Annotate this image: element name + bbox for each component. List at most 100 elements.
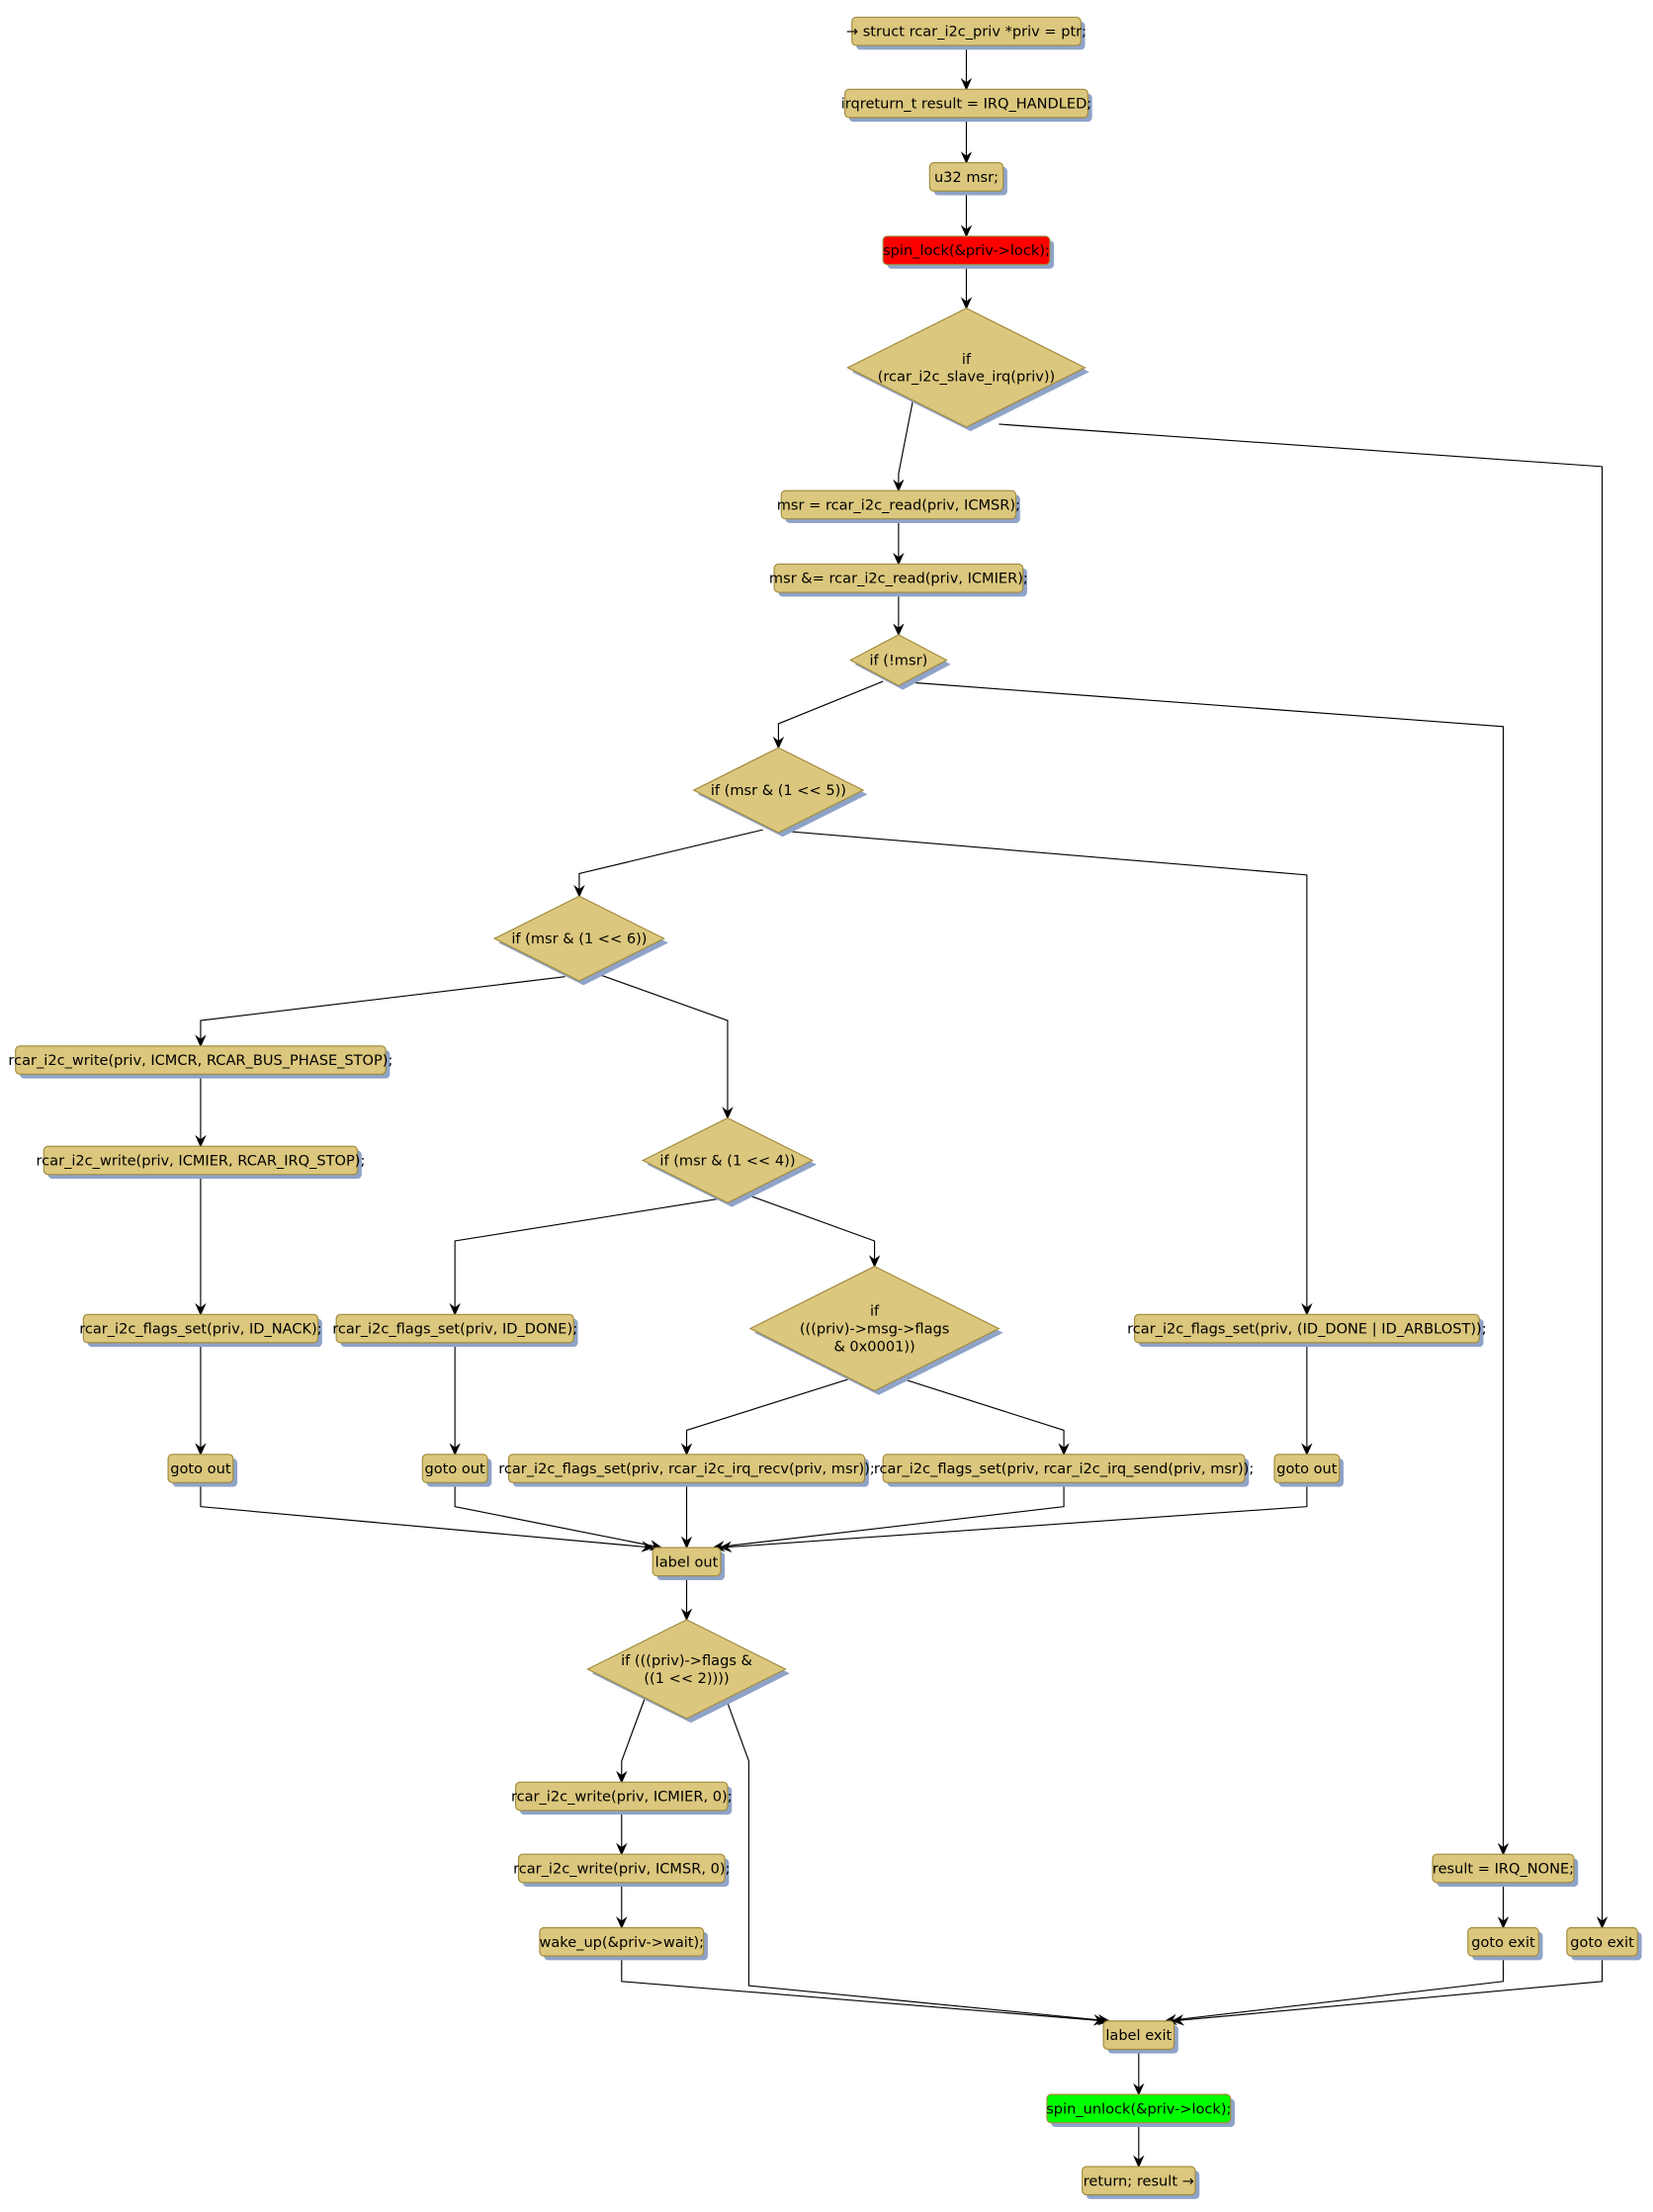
node-box — [15, 1045, 387, 1075]
flow-arrow — [1164, 1956, 1505, 2026]
process-node[interactable]: → struct rcar_i2c_priv *priv = ptr; — [846, 16, 1087, 50]
process-node[interactable]: rcar_i2c_write(priv, ICMIER, 0); — [511, 1781, 733, 1815]
flow-arrow — [727, 1703, 1111, 2026]
process-node[interactable]: goto exit — [1566, 1926, 1642, 1961]
node-label: result = IRQ_NONE; — [1433, 1860, 1574, 1877]
node-box — [652, 1547, 722, 1577]
node-label: if(rcar_i2c_slave_irq(priv)) — [878, 351, 1056, 386]
node-box — [844, 88, 1088, 119]
decision-node[interactable]: if (msr & (1 << 5)) — [692, 747, 868, 838]
node-box — [421, 1454, 488, 1483]
flow-arrow — [999, 423, 1609, 1929]
decision-node[interactable]: if (((priv)->flags &((1 << 2)))) — [586, 1619, 790, 1724]
flow-arrow — [719, 1482, 1308, 1552]
node-box — [43, 1145, 359, 1176]
flow-arrow — [573, 829, 763, 898]
node-box — [928, 162, 1004, 192]
node-box — [82, 1313, 319, 1344]
node-box — [517, 1853, 726, 1884]
node-label: return; result → — [1084, 2172, 1194, 2189]
process-node[interactable]: goto out — [167, 1454, 238, 1487]
node-box — [773, 563, 1024, 593]
process-node[interactable]: rcar_i2c_write(priv, ICMSR, 0); — [513, 1853, 730, 1888]
node-label: rcar_i2c_write(priv, ICMIER, 0); — [511, 1789, 733, 1806]
node-box — [1082, 2166, 1196, 2196]
process-node[interactable]: rcar_i2c_flags_set(priv, rcar_i2c_irq_re… — [498, 1454, 875, 1487]
process-node[interactable]: msr &= rcar_i2c_read(priv, ICMIER); — [769, 563, 1028, 597]
flow-arrow — [449, 1197, 721, 1316]
flow-arrow — [621, 1956, 1106, 2026]
process-node[interactable]: spin_unlock(&priv->lock); — [1046, 2093, 1235, 2127]
node-box — [851, 16, 1082, 46]
process-node[interactable]: goto out — [1273, 1454, 1345, 1487]
node-label: if(((priv)->msg->flags& 0x0001)) — [800, 1303, 949, 1356]
process-node[interactable]: rcar_i2c_flags_set(priv, (ID_DONE | ID_A… — [1127, 1313, 1487, 1348]
nodes: → struct rcar_i2c_priv *priv = ptr; irqre… — [8, 16, 1642, 2199]
process-node[interactable]: wake_up(&priv->wait); — [539, 1926, 708, 1961]
node-box — [1432, 1853, 1575, 1884]
flow-arrow — [893, 401, 914, 492]
node-box — [1566, 1926, 1638, 1957]
node-label: goto out — [170, 1460, 231, 1477]
node-label: msr &= rcar_i2c_read(priv, ICMIER); — [769, 571, 1028, 587]
node-label: → struct rcar_i2c_priv *priv = ptr; — [846, 24, 1087, 41]
process-node[interactable]: rcar_i2c_flags_set(priv, ID_DONE); — [332, 1313, 578, 1348]
node-label: if (msr & (1 << 6)) — [511, 930, 647, 947]
flow-arrow — [1171, 1956, 1604, 2026]
process-node[interactable]: spin_lock(&priv->lock); — [882, 235, 1055, 269]
node-box — [515, 1781, 729, 1812]
node-label: spin_lock(&priv->lock); — [883, 242, 1050, 259]
process-node[interactable]: result = IRQ_NONE; — [1432, 1853, 1579, 1888]
flow-arrow — [200, 1482, 654, 1552]
decision-diamond — [846, 308, 1087, 428]
process-node[interactable]: label exit — [1102, 2020, 1178, 2054]
node-label: spin_unlock(&priv->lock); — [1046, 2100, 1231, 2117]
node-label: rcar_i2c_flags_set(priv, rcar_i2c_irq_se… — [874, 1460, 1254, 1477]
node-label: rcar_i2c_write(priv, ICMCR, RCAR_BUS_PHA… — [8, 1052, 392, 1069]
node-box — [780, 489, 1017, 520]
decision-diamond — [748, 1266, 1000, 1392]
decision-node[interactable]: if (!msr) — [849, 634, 951, 690]
process-node[interactable]: rcar_i2c_flags_set(priv, rcar_i2c_irq_se… — [874, 1454, 1254, 1487]
node-label: goto out — [425, 1460, 486, 1477]
node-label: if (msr & (1 << 4)) — [659, 1153, 795, 1170]
decision-diamond — [692, 747, 865, 834]
flow-arrow — [680, 1378, 848, 1457]
process-node[interactable]: return; result → — [1082, 2166, 1200, 2199]
decision-node[interactable]: if(((priv)->msg->flags& 0x0001)) — [748, 1266, 1003, 1395]
process-node[interactable]: msr = rcar_i2c_read(priv, ICMSR); — [777, 489, 1020, 524]
process-node[interactable]: rcar_i2c_write(priv, ICMIER, RCAR_IRQ_ST… — [36, 1145, 365, 1180]
decision-node[interactable]: if (msr & (1 << 4)) — [641, 1117, 817, 1207]
process-node[interactable]: rcar_i2c_write(priv, ICMCR, RCAR_BUS_PHA… — [8, 1045, 392, 1079]
process-node[interactable]: rcar_i2c_flags_set(priv, ID_NACK); — [79, 1313, 322, 1348]
node-label: goto exit — [1471, 1934, 1535, 1951]
node-label: rcar_i2c_flags_set(priv, ID_DONE); — [332, 1321, 577, 1338]
process-node[interactable]: u32 msr; — [928, 162, 1007, 196]
node-label: rcar_i2c_write(priv, ICMIER, RCAR_IRQ_ST… — [36, 1153, 365, 1170]
node-box — [335, 1313, 574, 1344]
decision-diamond — [492, 895, 665, 982]
process-node[interactable]: irqreturn_t result = IRQ_HANDLED; — [841, 88, 1092, 123]
node-label: label out — [655, 1553, 719, 1570]
node-label: goto out — [1276, 1460, 1338, 1477]
decision-diamond — [586, 1619, 787, 1720]
flow-arrow — [593, 971, 734, 1120]
process-node[interactable]: goto exit — [1467, 1926, 1543, 1961]
node-box — [1133, 1313, 1480, 1344]
node-label: if (((priv)->flags &((1 << 2)))) — [621, 1652, 752, 1687]
decision-node[interactable]: if (msr & (1 << 6)) — [492, 895, 668, 986]
node-label: wake_up(&priv->wait); — [539, 1934, 704, 1951]
node-box — [882, 1454, 1246, 1483]
node-label: if (!msr) — [869, 653, 927, 669]
node-box — [1102, 2020, 1175, 2050]
decision-diamond — [849, 634, 948, 687]
node-box — [1273, 1454, 1341, 1483]
node-box — [507, 1454, 866, 1483]
flow-arrow — [454, 1482, 663, 1551]
process-node[interactable]: goto out — [421, 1454, 492, 1487]
process-node[interactable]: label out — [652, 1547, 726, 1580]
flow-arrow — [616, 1695, 647, 1784]
node-label: rcar_i2c_write(priv, ICMSR, 0); — [513, 1860, 730, 1877]
decision-node[interactable]: if(rcar_i2c_slave_irq(priv)) — [846, 308, 1089, 432]
